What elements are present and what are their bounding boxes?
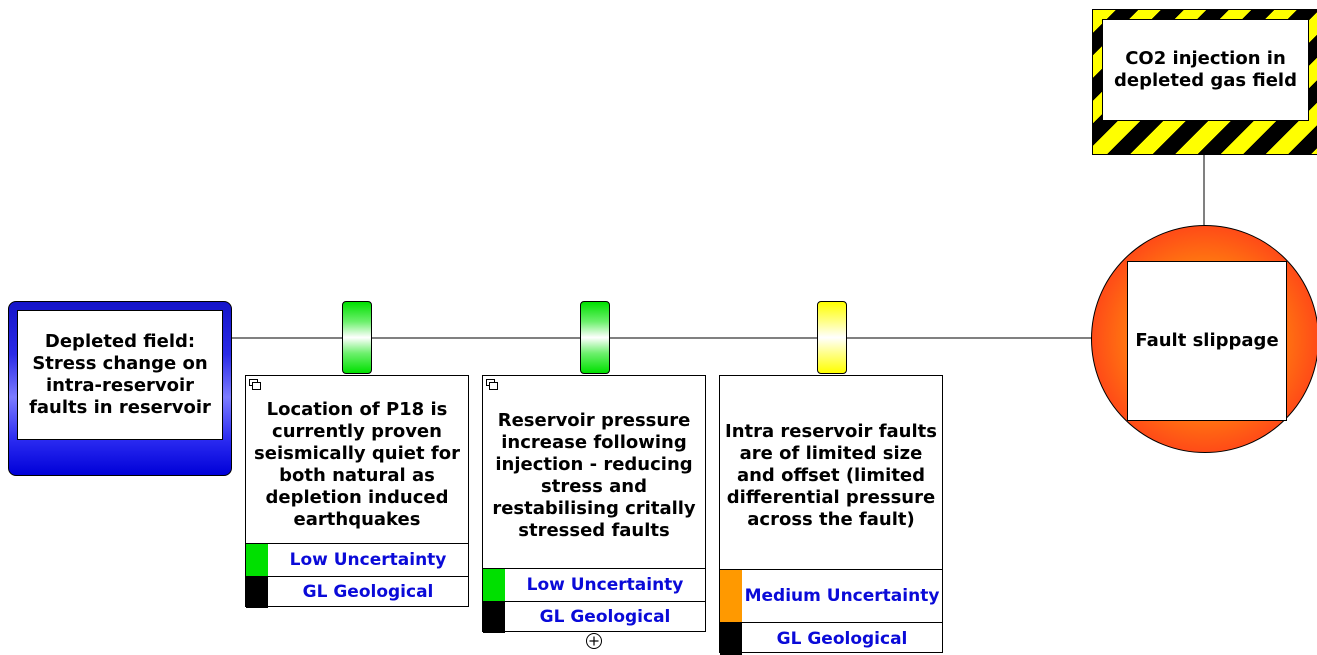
linked-window-icon[interactable] <box>486 379 498 390</box>
hazard-label: CO2 injection in depleted gas field <box>1102 19 1309 121</box>
barrier-2-uncertainty-row: Low Uncertainty <box>483 568 705 602</box>
barrier-3-uncertainty-row: Medium Uncertainty <box>720 569 942 623</box>
barrier-3-category[interactable]: GL Geological <box>776 628 908 649</box>
hazard-node[interactable]: CO2 injection in depleted gas field <box>1092 9 1317 155</box>
barrier-1-card[interactable]: Location of P18 is currently proven seis… <box>245 375 469 608</box>
category-swatch <box>246 577 268 608</box>
barrier-2-label: Reservoir pressure increase following in… <box>492 410 696 541</box>
barrier-2-card[interactable]: Reservoir pressure increase following in… <box>482 375 706 633</box>
threat-label: Depleted field: Stress change on intra-r… <box>17 310 223 440</box>
barrier-1-category[interactable]: GL Geological <box>302 582 434 602</box>
category-swatch <box>483 602 505 633</box>
uncertainty-swatch <box>246 544 268 577</box>
barrier-1-label: Location of P18 is currently proven seis… <box>254 399 460 530</box>
linked-window-icon[interactable] <box>249 379 261 390</box>
barrier-1-uncertainty[interactable]: Low Uncertainty <box>289 550 447 570</box>
top-event-label: Fault slippage <box>1127 261 1287 421</box>
expand-plus-icon[interactable] <box>585 632 603 650</box>
threat-node[interactable]: Depleted field: Stress change on intra-r… <box>8 301 232 476</box>
category-swatch <box>720 623 742 655</box>
barrier-2-tab[interactable] <box>580 301 610 374</box>
barrier-2-category[interactable]: GL Geological <box>539 607 671 627</box>
barrier-2-category-row: GL Geological <box>483 601 705 633</box>
top-event-node[interactable]: Fault slippage <box>1091 225 1317 453</box>
barrier-2-uncertainty[interactable]: Low Uncertainty <box>526 575 684 595</box>
uncertainty-swatch <box>483 569 505 602</box>
barrier-1-category-row: GL Geological <box>246 576 468 608</box>
barrier-3-card[interactable]: Intra reservoir faults are of limited si… <box>719 375 943 655</box>
barrier-3-category-row: GL Geological <box>720 622 942 655</box>
barrier-3-uncertainty[interactable]: Medium Uncertainty <box>744 586 940 606</box>
barrier-3-label: Intra reservoir faults are of limited si… <box>725 421 937 530</box>
barrier-3-tab[interactable] <box>817 301 847 374</box>
barrier-1-uncertainty-row: Low Uncertainty <box>246 543 468 577</box>
uncertainty-swatch <box>720 570 742 623</box>
barrier-1-tab[interactable] <box>342 301 372 374</box>
